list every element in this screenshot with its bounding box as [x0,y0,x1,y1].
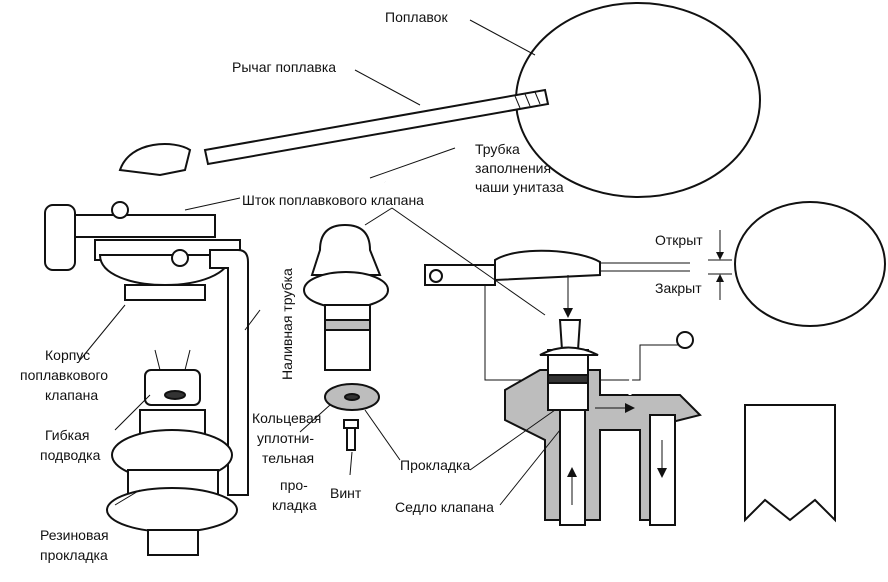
label-o-ring-1: Кольцевая [252,410,321,426]
label-flex-supply-1: Гибкая [45,427,89,443]
label-open: Открыт [655,232,703,248]
valve-stem-part [303,223,389,371]
label-float: Поплавок [385,9,448,25]
small-float [734,201,886,327]
label-valve-body-1: Корпус [45,347,90,363]
label-gasket: Прокладка [400,457,470,473]
label-valve-body-2: поплавкового [20,367,108,383]
label-o-ring-4: про- [280,477,308,493]
label-fill-tube-1: Трубка [475,141,520,157]
float [515,2,761,198]
label-fill-tube-2: заполнения [475,160,551,176]
label-closed: Закрыт [655,280,702,296]
label-o-ring-3: тельная [262,450,314,466]
float-arm [203,88,550,166]
label-float-arm: Рычаг поплавка [232,59,336,75]
label-o-ring-2: уплотни- [257,430,314,446]
label-fill-tube-3: чаши унитаза [475,179,564,195]
label-rubber-gasket-2: прокладка [40,547,108,563]
label-valve-seat: Седло клапана [395,499,494,515]
flex-supply [144,349,201,406]
refill-tube [209,249,249,496]
label-refill-tube: Наливная трубка [279,268,295,380]
label-o-ring-5: кладка [272,497,317,513]
label-screw: Винт [330,485,362,501]
label-rubber-gasket-1: Резиновая [40,527,109,543]
label-valve-stem: Шток поплавкового клапана [242,192,424,208]
screw [343,419,359,451]
valve-section-right [424,249,836,526]
label-flex-supply-2: подводка [40,447,101,463]
rubber-gasket [106,409,238,556]
label-valve-body-3: клапана [45,387,98,403]
valve-body-left [44,143,241,301]
